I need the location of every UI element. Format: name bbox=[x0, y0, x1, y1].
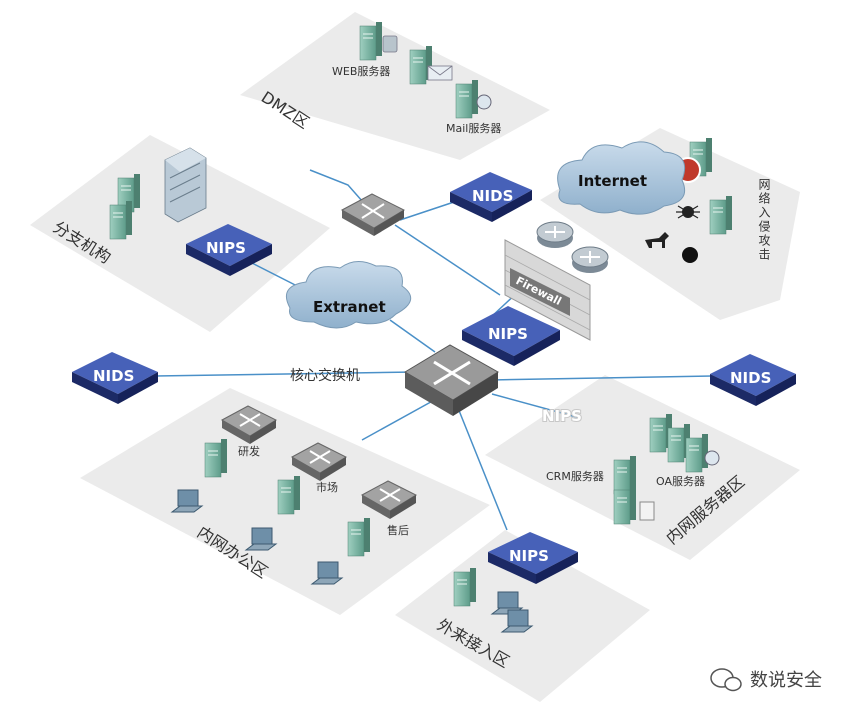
mail-envelope-flap bbox=[427, 65, 453, 76]
core-switch-icon bbox=[404, 344, 499, 416]
extranet-label: Extranet bbox=[313, 298, 386, 316]
internet-label: Internet bbox=[578, 172, 647, 190]
zone-dmz bbox=[240, 12, 550, 160]
core-switch-label: 核心交换机 bbox=[290, 367, 360, 384]
nids-device-right: NIDS bbox=[710, 354, 796, 406]
office-server-icon-1 bbox=[204, 438, 228, 478]
link-switch-extranet bbox=[394, 224, 501, 296]
watermark-text: 数说安全 bbox=[750, 670, 822, 691]
office-server-icon-3 bbox=[347, 517, 371, 557]
guest-server-icon bbox=[453, 567, 477, 607]
watermark: 数说安全 bbox=[710, 668, 822, 692]
link-core-server bbox=[491, 393, 581, 419]
oa-server-label: OA服务器 bbox=[656, 475, 705, 488]
link-extranet-core bbox=[389, 319, 436, 353]
zone-intrusion-label: 网络入侵攻击 bbox=[757, 178, 771, 262]
routers bbox=[536, 221, 609, 273]
nids-top-label: NIDS bbox=[472, 187, 513, 205]
branch-server-icon-2 bbox=[109, 200, 133, 240]
office-building-icon bbox=[164, 147, 207, 223]
office-rd-label: 研发 bbox=[238, 444, 260, 458]
crm-server-icon-2 bbox=[613, 485, 637, 525]
link-core-office bbox=[361, 397, 439, 441]
firewall-icon: Firewall bbox=[504, 239, 591, 341]
mail-search-icon bbox=[476, 94, 492, 110]
link-core-nids-right bbox=[489, 375, 713, 381]
nips-device-branch: NIPS bbox=[186, 224, 272, 276]
document-icon bbox=[639, 501, 655, 521]
trojan-horse-icon bbox=[645, 232, 669, 248]
office-switch-market-icon bbox=[290, 442, 348, 481]
nids-left-label: NIDS bbox=[93, 367, 134, 385]
zone-server bbox=[485, 375, 800, 560]
mail-envelope-icon bbox=[427, 65, 453, 81]
link-switch-nids-top bbox=[399, 199, 461, 221]
web-server-icon bbox=[359, 21, 383, 61]
zone-backgrounds bbox=[30, 12, 800, 702]
oa-server-icon-3 bbox=[685, 433, 709, 473]
nids-device-left: NIDS bbox=[72, 352, 158, 404]
link-core-nids-left bbox=[154, 371, 416, 377]
internet-cloud: Internet bbox=[557, 141, 686, 215]
crm-server-label: CRM服务器 bbox=[546, 470, 604, 483]
office-server-icon-2 bbox=[277, 475, 301, 515]
nips-device-core: NIPS bbox=[462, 306, 560, 366]
oa-search-icon bbox=[704, 450, 720, 466]
office-market-label: 市场 bbox=[316, 480, 338, 494]
mail-server-icon-2 bbox=[455, 79, 479, 119]
extranet-cloud: Extranet bbox=[286, 261, 412, 329]
nids-device-top: NIDS bbox=[450, 172, 532, 222]
web-disk-icon bbox=[382, 35, 398, 53]
wechat-icon bbox=[710, 668, 742, 692]
bomb-icon bbox=[682, 247, 698, 263]
mail-server-label: Mail服务器 bbox=[446, 122, 501, 135]
office-aftersales-label: 售后 bbox=[387, 523, 409, 537]
nips-guest-label: NIPS bbox=[509, 547, 549, 565]
dmz-switch-icon bbox=[340, 193, 406, 236]
nips-core-label: NIPS bbox=[488, 325, 528, 343]
network-links bbox=[154, 169, 713, 531]
nids-right-label: NIDS bbox=[730, 369, 771, 387]
spider-legs bbox=[676, 205, 700, 219]
attacker-server-icon-2 bbox=[709, 195, 733, 235]
nips-server-zone-label: NIPS bbox=[542, 407, 582, 425]
router-icon-2 bbox=[571, 246, 609, 273]
nips-device-guest: NIPS bbox=[488, 532, 578, 584]
web-server-label: WEB服务器 bbox=[332, 65, 390, 78]
router-icon-1 bbox=[536, 221, 574, 248]
zone-branch bbox=[30, 135, 330, 332]
office-switch-rd-icon bbox=[220, 405, 278, 444]
link-core-guest bbox=[457, 407, 508, 531]
nips-branch-label: NIPS bbox=[206, 239, 246, 257]
office-switch-aftersales-icon bbox=[360, 480, 418, 519]
